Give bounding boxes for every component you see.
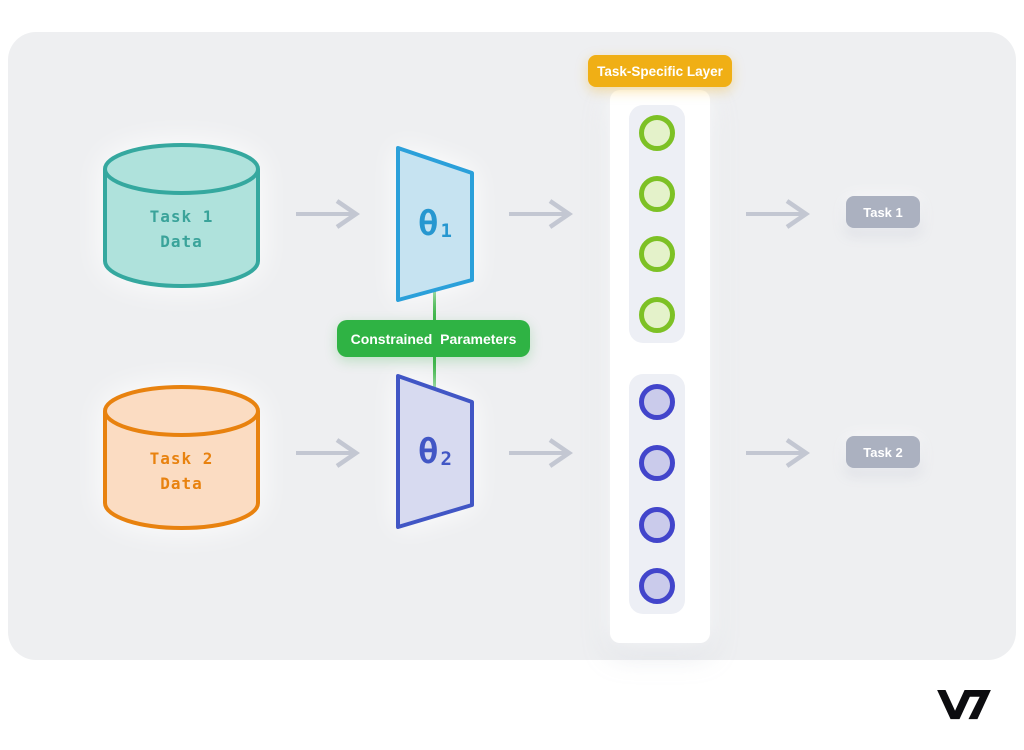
unit-node [639, 115, 675, 151]
task2-data-line2: Data [160, 474, 203, 493]
unit-node [639, 506, 675, 543]
theta-subscript: 1 [440, 220, 452, 242]
task1-data-line2: Data [160, 232, 203, 251]
task2-node-group [629, 374, 685, 614]
arrow-right-icon [293, 199, 367, 229]
arrow-right-icon [293, 438, 367, 468]
task1-data-label: Task 1 Data [103, 204, 260, 254]
theta-subscript: 2 [440, 448, 452, 470]
arrow-right-icon [743, 199, 817, 229]
arrow-right-icon [506, 438, 580, 468]
v7-logo [936, 686, 992, 722]
task2-data-label: Task 2 Data [103, 446, 260, 496]
v7-logo-icon [937, 690, 991, 720]
task1-node-group [629, 105, 685, 343]
task-specific-layer-badge: Task-Specific Layer [588, 55, 732, 87]
constrained-parameters-badge: Constrained Parameters [337, 320, 530, 357]
unit-node [639, 175, 675, 212]
unit-node [639, 567, 675, 604]
task2-data-cylinder: Task 2 Data [103, 384, 260, 532]
layer-trapezoid-icon [396, 374, 474, 529]
task-specific-layer-column [610, 90, 710, 643]
unit-node [639, 236, 675, 273]
theta-symbol: θ [418, 204, 439, 244]
arrow-right-icon [743, 438, 817, 468]
arrow-right-icon [506, 199, 580, 229]
database-icon [103, 385, 260, 531]
task2-output-badge: Task 2 [846, 436, 920, 468]
theta-symbol: θ [418, 432, 439, 472]
task1-data-line1: Task 1 [149, 207, 214, 226]
task2-data-line1: Task 2 [149, 449, 214, 468]
unit-node [639, 445, 675, 482]
unit-node [639, 384, 675, 420]
task1-output-badge: Task 1 [846, 196, 920, 228]
task1-data-cylinder: Task 1 Data [103, 142, 260, 290]
unit-node [639, 296, 675, 333]
database-icon [103, 143, 260, 289]
layer-trapezoid-icon [396, 146, 474, 302]
